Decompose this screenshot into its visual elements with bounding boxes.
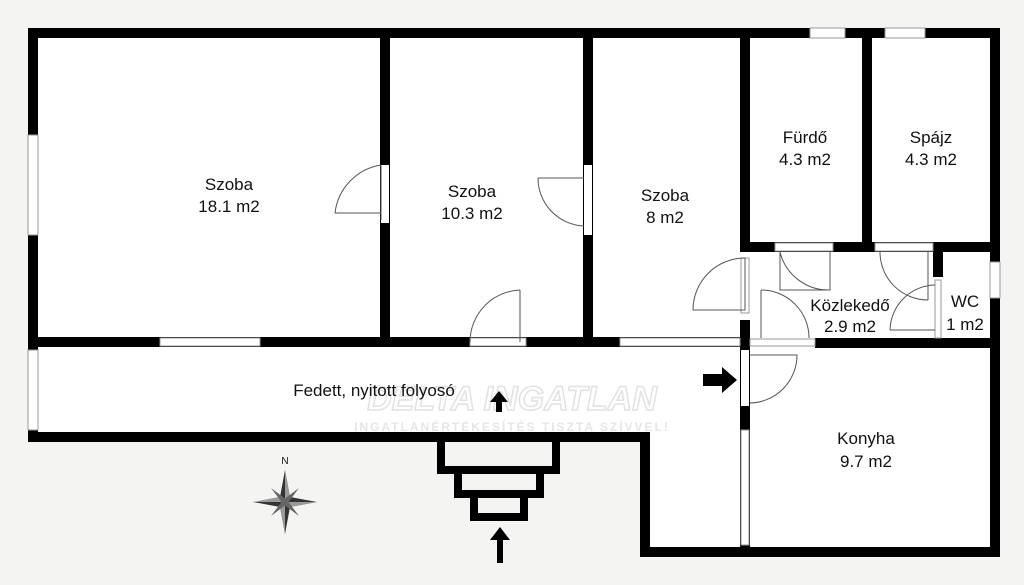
stairs	[437, 442, 560, 521]
svg-text:INGATLANÉRTÉKESÍTÉS TISZTA SZÍ: INGATLANÉRTÉKESÍTÉS TISZTA SZÍVVEL!	[354, 419, 670, 434]
interior	[28, 28, 1000, 557]
doors	[334, 164, 936, 404]
room-name: Közlekedő	[810, 296, 889, 315]
room-area: 10.3 m2	[441, 204, 502, 223]
room-name: Szoba	[448, 182, 497, 201]
corridor-label: Fedett, nyitott folyosó	[293, 381, 455, 400]
compass-icon: N	[253, 456, 317, 534]
room-name: Szoba	[205, 175, 254, 194]
room-name: Szoba	[641, 186, 690, 205]
room-area: 8 m2	[646, 208, 684, 227]
room-area: 2.9 m2	[824, 317, 876, 336]
room-name: WC	[951, 292, 979, 311]
svg-text:DELTA INGATLAN: DELTA INGATLAN	[367, 380, 658, 418]
room-labels: Szoba 18.1 m2 Szoba 10.3 m2 Szoba 8 m2 F…	[198, 128, 984, 471]
watermark: DELTA INGATLAN INGATLANÉRTÉKESÍTÉS TISZT…	[354, 379, 670, 434]
room-area: 4.3 m2	[779, 150, 831, 169]
room-area: 9.7 m2	[840, 452, 892, 471]
room-name: Spájz	[910, 128, 953, 147]
arrow-up-icon	[490, 527, 510, 563]
room-name: Fürdő	[783, 128, 827, 147]
arrow-up-icon	[490, 391, 508, 412]
room-area: 18.1 m2	[198, 197, 259, 216]
room-area: 4.3 m2	[905, 150, 957, 169]
compass-north-label: N	[281, 456, 288, 467]
arrow-right-icon	[703, 367, 737, 393]
entrance-arrows	[490, 367, 737, 563]
room-name: Konyha	[837, 429, 895, 448]
room-area: 1 m2	[946, 315, 984, 334]
